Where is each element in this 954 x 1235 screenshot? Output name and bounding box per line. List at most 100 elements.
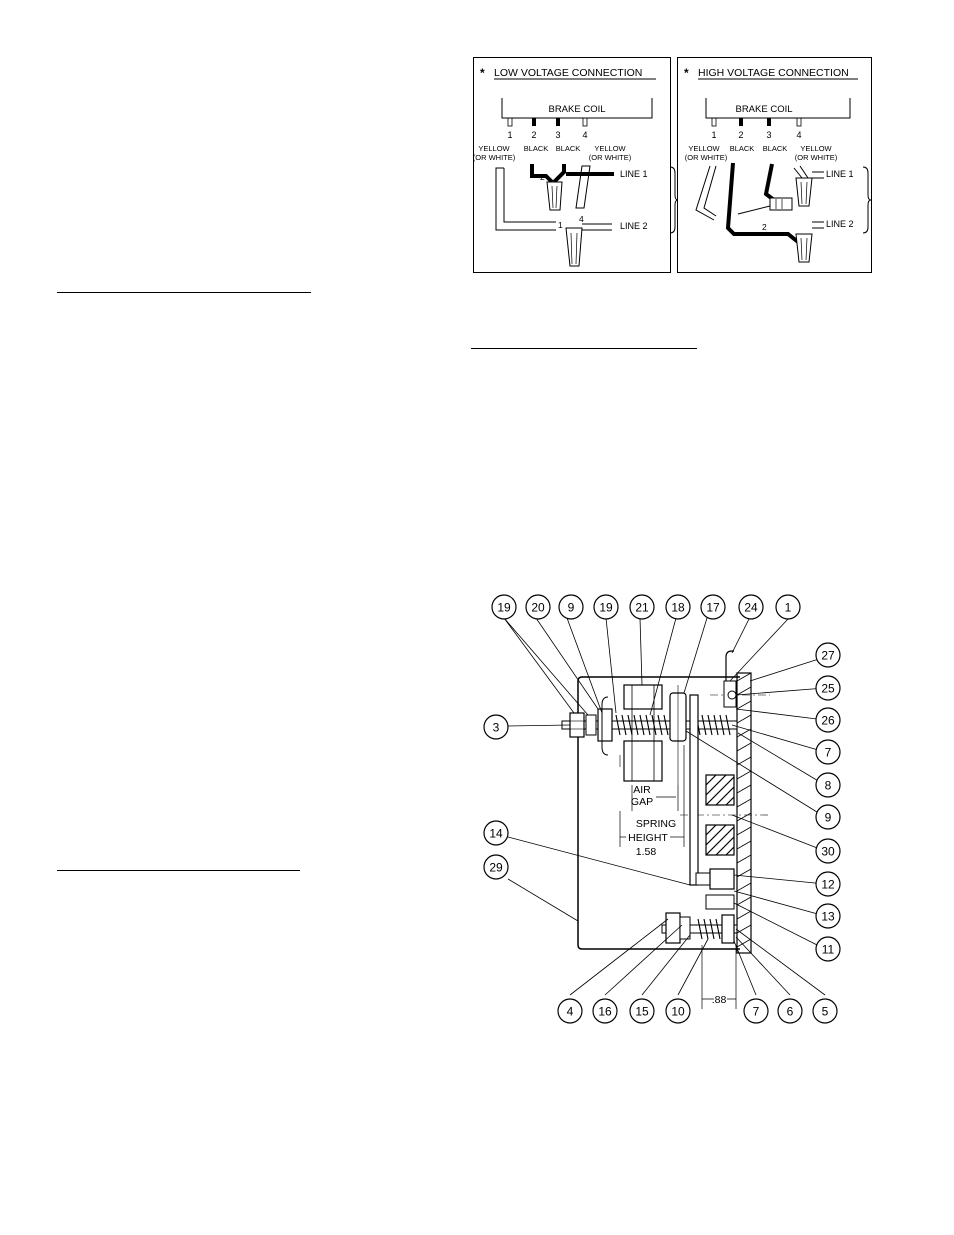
callout-bubble-11	[815, 936, 841, 962]
wire-color-4: YELLOW	[594, 144, 626, 153]
high-voltage-marker: *	[684, 66, 689, 80]
line-2-label: LINE 2	[620, 221, 648, 231]
terminal-2: 2	[531, 130, 536, 140]
callout-label-6: 6	[787, 1005, 794, 1019]
brake-coil-label: BRAKE COIL	[548, 104, 605, 115]
wire-color-2: BLACK	[524, 144, 549, 153]
callout-bubble-24	[738, 594, 764, 620]
callout-label-11: 11	[822, 943, 835, 957]
callout-label-9: 9	[825, 811, 832, 825]
callout-label-5: 5	[822, 1005, 829, 1019]
line-1-label: LINE 1	[826, 169, 854, 179]
callout-bubble-13	[815, 903, 841, 929]
section-rule-left-bottom	[57, 870, 300, 871]
terminal-1: 1	[507, 130, 512, 140]
terminal-3: 3	[766, 130, 771, 140]
wire-3	[552, 164, 566, 184]
wire-nut-line-1	[795, 177, 813, 207]
callout-bubble-10	[665, 998, 691, 1024]
callout-label-13: 13	[821, 910, 835, 924]
callout-label-17: 17	[706, 601, 720, 615]
callout-label-29: 29	[489, 861, 503, 875]
callout-bubble-17	[700, 594, 726, 620]
low-voltage-marker: *	[480, 66, 485, 80]
callout-label-19: 19	[599, 601, 613, 615]
air-gap-label-2: GAP	[631, 796, 653, 808]
callout-bubble-7	[815, 739, 841, 765]
housing-outline	[577, 676, 740, 950]
wire-1	[495, 167, 556, 231]
stud-nut	[569, 712, 585, 738]
callout-bubble-9	[815, 804, 841, 830]
callout-bubble-3	[483, 714, 509, 740]
callout-bubble-18	[665, 594, 691, 620]
line-brace-right	[862, 166, 872, 234]
callout-bubble-19	[491, 594, 517, 620]
callout-bubble-25	[815, 675, 841, 701]
wire-color-1: YELLOW	[688, 144, 720, 153]
callout-bubble-8	[815, 772, 841, 798]
callout-bubble-6	[777, 998, 803, 1024]
callout-label-8: 8	[825, 779, 832, 793]
callout-label-14: 14	[489, 827, 503, 841]
callout-label-7: 7	[825, 746, 832, 760]
callout-label-16: 16	[598, 1005, 612, 1019]
callout-bubble-16	[592, 998, 618, 1024]
mounting-face	[736, 672, 752, 954]
callout-bubble-29	[483, 854, 509, 880]
callout-label-30: 30	[821, 845, 835, 859]
wire-color-3: BLACK	[763, 144, 788, 153]
line-2-label: LINE 2	[826, 219, 854, 229]
wire-color-1-alt: (OR WHITE)	[474, 153, 516, 162]
callout-bubble-5	[812, 998, 838, 1024]
callout-label-3: 3	[493, 721, 500, 735]
callout-label-27: 27	[821, 649, 835, 663]
spring-height-label-2: HEIGHT	[628, 832, 668, 844]
callout-bubble-1	[775, 594, 801, 620]
wire-color-4-alt: (OR WHITE)	[795, 153, 838, 162]
callout-label-19: 19	[497, 601, 511, 615]
section-rule-left-top	[57, 292, 311, 293]
callout-label-21: 21	[635, 601, 649, 615]
high-voltage-title: HIGH VOLTAGE CONNECTION	[698, 67, 849, 79]
terminal-4: 4	[796, 130, 801, 140]
spring-height-value: 1.58	[636, 846, 657, 858]
wire-color-4-alt: (OR WHITE)	[589, 153, 632, 162]
wire-color-2: BLACK	[730, 144, 755, 153]
wire-color-1-alt: (OR WHITE)	[685, 153, 728, 162]
release-lever	[725, 650, 734, 681]
lower-nut	[665, 912, 681, 944]
callout-label-10: 10	[671, 1005, 685, 1019]
callout-bubble-27	[815, 642, 841, 668]
callout-bubble-15	[629, 998, 655, 1024]
terminal-1: 1	[711, 130, 716, 140]
pressure-plate	[689, 694, 699, 886]
air-gap-label-1: AIR	[633, 784, 651, 796]
callout-bubble-9	[558, 594, 584, 620]
callout-bubble-4	[557, 998, 583, 1024]
node-1-label: 1	[558, 220, 563, 230]
wire-nut-a	[546, 181, 563, 211]
terminal-2: 2	[738, 130, 743, 140]
node-2-label: 2	[762, 222, 767, 232]
brake-coil-label: BRAKE COIL	[735, 104, 792, 115]
callout-label-25: 25	[821, 682, 835, 696]
high-voltage-wiring-diagram: * HIGH VOLTAGE CONNECTION BRAKE COIL 1 2…	[684, 66, 858, 263]
line-brace-left	[669, 166, 679, 234]
section-rule-right	[471, 348, 697, 349]
terminal-3: 3	[555, 130, 560, 140]
callout-label-9: 9	[568, 601, 575, 615]
node-4-label: 4	[579, 214, 584, 224]
brake-coil-outline	[501, 98, 653, 119]
wire-4	[575, 165, 591, 209]
callout-bubble-7	[743, 998, 769, 1024]
callout-label-18: 18	[671, 601, 685, 615]
wire-color-3: BLACK	[556, 144, 581, 153]
callout-label-20: 20	[531, 601, 545, 615]
crimp-connector	[769, 197, 793, 211]
callout-label-4: 4	[567, 1005, 574, 1019]
high-voltage-connection-panel: * HIGH VOLTAGE CONNECTION BRAKE COIL 1 2…	[677, 57, 872, 273]
solenoid-frame	[623, 684, 663, 710]
callout-label-26: 26	[821, 714, 835, 728]
